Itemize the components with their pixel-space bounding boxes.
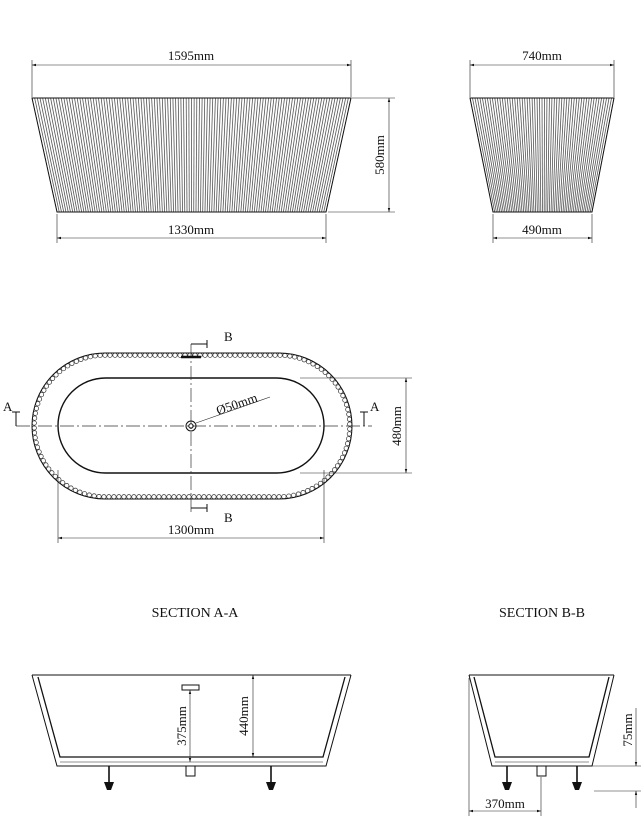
plan-view: Ø50mm B B A A 480mm bbox=[3, 329, 412, 543]
drain-outer bbox=[185, 420, 197, 432]
section-bb-drain bbox=[536, 765, 547, 777]
plan-length-dimension: 1300mm bbox=[57, 470, 325, 543]
section-a-marker-left: A bbox=[3, 399, 20, 426]
end-fluting bbox=[470, 98, 614, 212]
section-b-marker-top: B bbox=[191, 329, 233, 348]
end-bottom-width-dimension: 490mm bbox=[492, 214, 593, 243]
end-bottom-width-label: 490mm bbox=[522, 222, 562, 237]
section-bb-drain-offset-label: 370mm bbox=[485, 796, 525, 811]
end-top-width-label: 740mm bbox=[522, 48, 562, 63]
section-bb-drain-offset-dimension: 370mm bbox=[468, 678, 542, 816]
plan-width-dimension: 480mm bbox=[300, 377, 412, 474]
section-bb-outer-shell bbox=[468, 674, 615, 767]
section-aa-foot-right bbox=[266, 766, 276, 790]
section-a-marker-right: A bbox=[360, 399, 380, 426]
section-aa-depth-label: 440mm bbox=[236, 696, 251, 736]
section-bb-floor-height-dimension: 75mm bbox=[592, 708, 641, 808]
section-b-marker-bottom: B bbox=[191, 504, 233, 525]
section-a-right-label: A bbox=[370, 399, 380, 414]
section-aa-drain bbox=[185, 765, 196, 777]
drain-leader bbox=[195, 396, 271, 424]
side-height-dimension: 580mm bbox=[328, 97, 395, 213]
section-bb-foot-right bbox=[572, 766, 582, 790]
side-outline bbox=[31, 97, 352, 213]
section-bb-foot-left bbox=[502, 766, 512, 790]
plan-width-label: 480mm bbox=[389, 406, 404, 446]
section-bb-title: SECTION B-B bbox=[499, 606, 585, 621]
section-bb: SECTION B-B 75mm 370mm bbox=[468, 606, 641, 816]
side-fluting bbox=[32, 98, 351, 212]
side-view: 1595mm 1330mm 580mm bbox=[31, 48, 395, 243]
plan-length-label: 1300mm bbox=[168, 522, 214, 537]
section-b-bottom-label: B bbox=[224, 510, 233, 525]
section-aa-title: SECTION A-A bbox=[152, 606, 240, 621]
side-top-width-label: 1595mm bbox=[168, 48, 214, 63]
section-aa-depth-dimension: 440mm bbox=[236, 675, 255, 757]
side-top-width-dimension: 1595mm bbox=[31, 48, 352, 97]
end-outline bbox=[469, 97, 615, 213]
drain-inner bbox=[188, 423, 194, 429]
section-aa-overflow bbox=[181, 684, 200, 691]
section-b-top-label: B bbox=[224, 329, 233, 344]
side-bottom-width-label: 1330mm bbox=[168, 222, 214, 237]
drain-diameter-label: Ø50mm bbox=[214, 390, 259, 418]
section-bb-inner-basin bbox=[473, 676, 610, 758]
side-height-label: 580mm bbox=[372, 135, 387, 175]
section-aa-drain-height-label: 375mm bbox=[174, 706, 189, 746]
end-top-width-dimension: 740mm bbox=[469, 48, 615, 97]
section-aa-drain-height-dimension: 375mm bbox=[174, 690, 192, 762]
section-bb-floor-height-label: 75mm bbox=[620, 713, 635, 746]
side-bottom-width-dimension: 1330mm bbox=[56, 214, 327, 243]
section-aa: SECTION A-A 375mm 440mm bbox=[31, 606, 352, 790]
section-aa-inner-basin bbox=[37, 676, 346, 758]
section-aa-foot-left bbox=[104, 766, 114, 790]
end-view: 740mm 490mm bbox=[469, 48, 615, 243]
section-a-left-label: A bbox=[3, 399, 13, 414]
